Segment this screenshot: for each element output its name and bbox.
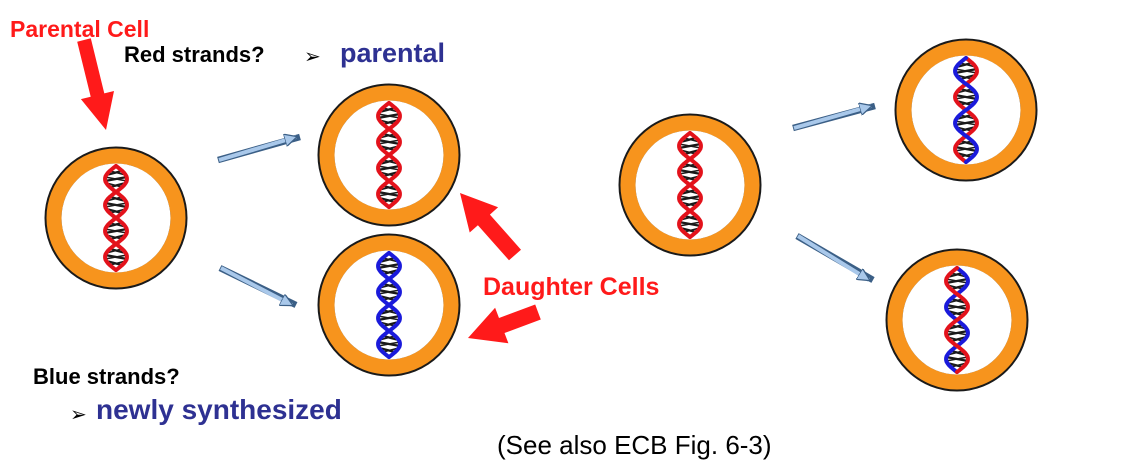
- cell-membrane: [887, 250, 1027, 390]
- blue-strands-answer: newly synthesized: [96, 394, 342, 425]
- red-strands-question: Red strands?: [124, 42, 265, 67]
- cell-membrane: [620, 115, 760, 255]
- replication-arrow-fill: [793, 106, 871, 130]
- daughter-cells-label: Daughter Cells: [483, 273, 660, 301]
- dna-strand-new: [376, 251, 402, 359]
- replication-arrow-fill: [218, 137, 296, 162]
- daughter-cell-top-right: [894, 38, 1038, 182]
- red-strands-answer: parental: [340, 38, 446, 68]
- parental-pointer-arrow: [77, 38, 114, 130]
- replication-arrow-fill: [796, 234, 869, 282]
- dna-strand-parental: [677, 131, 703, 239]
- red-strands-bullet-icon: ➢: [304, 46, 321, 68]
- replication-arrow-fill: [220, 266, 292, 307]
- see-also-note: (See also ECB Fig. 6-3): [497, 430, 772, 460]
- cells-layer: [44, 38, 1038, 392]
- daughter-pointer-arrow-bottom: [468, 304, 541, 344]
- parental-cell-right: [618, 113, 762, 257]
- blue-strands-question: Blue strands?: [33, 364, 180, 389]
- dna-strand-new: [953, 56, 979, 164]
- parental-cell-left: [44, 146, 188, 290]
- daughter-cell-bottom-right: [885, 248, 1029, 392]
- daughter-cell-top-left: [317, 83, 461, 227]
- daughter-pointer-arrow-top: [460, 193, 521, 261]
- cell-membrane: [319, 85, 459, 225]
- dna-strand-parental: [944, 266, 970, 374]
- dna-strand-parental: [376, 101, 402, 209]
- cell-membrane: [319, 235, 459, 375]
- parental-cell-label: Parental Cell: [10, 16, 150, 42]
- replication-diagram: [44, 38, 1038, 392]
- dna-strand-parental: [103, 164, 129, 272]
- blue-strands-bullet-icon: ➢: [70, 404, 87, 426]
- cell-membrane: [896, 40, 1036, 180]
- arrows-layer: [77, 38, 876, 344]
- daughter-cell-bottom-left: [317, 233, 461, 377]
- cell-membrane: [46, 148, 186, 288]
